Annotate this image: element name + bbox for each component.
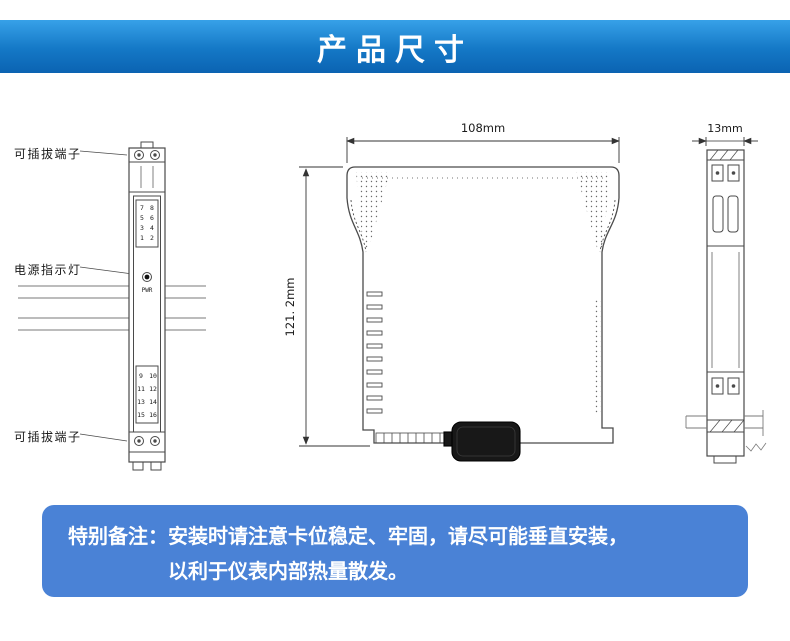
module-foot (150, 461, 162, 471)
terminal-number: 3 (140, 224, 144, 232)
label-terminal-top: 可插拔端子 (14, 147, 82, 161)
terminal-number-box-bottom (135, 365, 159, 424)
terminal-number: 15 (137, 411, 145, 419)
terminal-number: 8 (150, 204, 154, 212)
front-view-terminal-numbers: 7 8 5 6 3 4 1 2 PWR 9 10 11 12 13 14 15 … (137, 204, 157, 419)
module-top-tab (140, 141, 154, 149)
terminal-number: 2 (150, 234, 154, 242)
terminal-number: 13 (137, 398, 145, 406)
terminal-number: 4 (150, 224, 154, 232)
label-terminal-bottom: 可插拔端子 (14, 430, 82, 444)
power-led (142, 272, 152, 282)
terminal-number: 5 (140, 214, 144, 222)
label-power-indicator: 电源指示灯 (14, 263, 82, 277)
note-line-1: 安装时请注意卡位稳定、牢固，请尽可能垂直安装， (168, 526, 628, 548)
din-rail-front (18, 285, 206, 331)
terminal-number: 7 (140, 204, 144, 212)
terminal-number: 10 (149, 372, 157, 380)
dimension-height (299, 166, 370, 447)
stipple-left (356, 172, 390, 248)
note-text: 安装时请注意卡位稳定、牢固，请尽可能垂直安装， 以利于仪表内部热量散发。 (168, 520, 628, 590)
module-foot (132, 461, 144, 471)
page-header: 产品尺寸 (0, 20, 790, 73)
pwr-label: PWR (142, 287, 153, 294)
stipple-right-lower (594, 300, 601, 415)
terminal-number: 6 (150, 214, 154, 222)
screw-terminal (134, 150, 144, 160)
dimension-depth (692, 137, 758, 146)
module-side-outline (346, 166, 620, 444)
din-rail-end (685, 410, 767, 452)
terminal-number: 11 (137, 385, 145, 393)
terminal-number: 1 (140, 234, 144, 242)
note-label: 特别备注： (68, 526, 168, 548)
module-foot (713, 455, 737, 464)
page-title: 产品尺寸 (317, 33, 473, 67)
front-view-drawing (18, 141, 206, 471)
din-clip (375, 432, 447, 444)
vent-slots (366, 291, 383, 414)
stipple-right (576, 172, 610, 248)
screw-terminal (150, 150, 160, 160)
module-end-outline (706, 149, 745, 457)
terminal-number: 12 (149, 385, 157, 393)
terminal-number: 16 (149, 411, 157, 419)
note-line-2: 以利于仪表内部热量散发。 (168, 561, 408, 583)
end-view-drawing (685, 137, 767, 464)
note-box: 特别备注： 安装时请注意卡位稳定、牢固，请尽可能垂直安装， 以利于仪表内部热量散… (42, 505, 748, 597)
screw-terminal (150, 436, 160, 446)
bus-connector (443, 421, 521, 462)
terminal-number: 14 (149, 398, 157, 406)
front-label-panel (133, 195, 161, 433)
dimension-width-label: 108mm (461, 121, 505, 135)
dimension-height-label: 121. 2mm (283, 278, 297, 337)
screw-terminal (134, 436, 144, 446)
dimension-width (346, 137, 620, 163)
side-view-drawing (299, 137, 620, 462)
terminal-number: 9 (139, 372, 143, 380)
terminal-number-box-top (135, 199, 159, 248)
dimension-depth-label: 13mm (707, 122, 742, 135)
